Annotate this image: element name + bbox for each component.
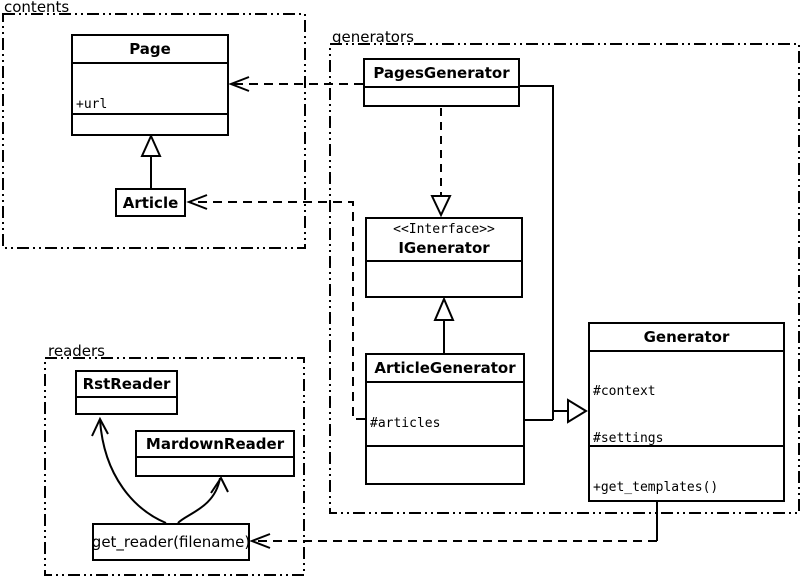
- readers-package-border: [44, 357, 305, 576]
- attribute: +url: [76, 97, 108, 112]
- class-mardownreader-methods: +read(): [137, 456, 293, 475]
- generalization-article-to-page: [140, 133, 162, 188]
- class-page: Page +url +slug +summary +check_properti…: [71, 34, 229, 136]
- class-igenerator-methods: +generate_context() +generate_output(): [367, 260, 521, 296]
- method: +generate_context(): [370, 295, 520, 296]
- realization-pagesgenerator-to-igenerator: [430, 108, 452, 218]
- contents-package-border: [2, 13, 306, 249]
- class-mardownreader: MardownReader +read(): [135, 430, 295, 477]
- method: +get_templates(): [593, 480, 719, 495]
- class-article-name: Article: [122, 193, 179, 212]
- function-get-reader: get_reader(filename): [92, 523, 250, 561]
- class-page-name: Page: [129, 40, 171, 58]
- class-page-methods: +check_properties(): [73, 113, 227, 134]
- generators-package-label: generators: [332, 28, 414, 46]
- class-pagesgenerator: PagesGenerator #pages: [363, 58, 520, 107]
- class-articlegenerator: ArticleGenerator #articles #dates #tags …: [365, 353, 525, 485]
- class-igenerator-name: IGenerator: [398, 239, 490, 257]
- class-pagesgenerator-name: PagesGenerator: [373, 64, 510, 82]
- class-mardownreader-name: MardownReader: [145, 435, 285, 453]
- class-igenerator-header: <<Interface>> IGenerator: [367, 219, 521, 260]
- arrow-getreader-to-mardownreader: [177, 476, 229, 524]
- dependency-articlegenerator-to-article: [186, 194, 365, 420]
- class-generator: Generator #context #settings #path #them…: [588, 322, 785, 502]
- generalization-generators-to-generator: [520, 85, 588, 424]
- class-igenerator: <<Interface>> IGenerator +generate_conte…: [365, 217, 523, 298]
- class-generator-attributes: #context #settings #path #theme #output_…: [590, 350, 783, 445]
- arrow-getreader-to-rstreader: [91, 416, 167, 524]
- attribute: #settings: [593, 430, 664, 446]
- class-articlegenerator-attributes: #articles #dates #tags #categories: [367, 381, 523, 445]
- attribute: #articles: [370, 416, 441, 431]
- class-generator-methods: +get_templates() +get_files(path,exclude…: [590, 445, 783, 496]
- class-pagesgenerator-attributes: #pages: [365, 86, 518, 105]
- class-rstreader-name: RstReader: [82, 375, 171, 393]
- class-articlegenerator-name: ArticleGenerator: [374, 359, 516, 377]
- class-article: Article: [115, 188, 186, 217]
- class-page-attributes: +url +slug +summary: [73, 62, 227, 113]
- class-generator-name: Generator: [643, 328, 730, 346]
- dependency-pagesgenerator-to-page: [228, 76, 363, 92]
- class-rstreader: RstReader +read(): [75, 370, 178, 415]
- method: +generate_feeds(): [370, 480, 522, 481]
- class-articlegenerator-methods: +generate_feeds() +generate_pages(): [367, 445, 523, 481]
- readers-package-label: readers: [48, 342, 105, 360]
- dependency-generator-to-getreader: [249, 502, 658, 549]
- realization-articlegenerator-to-igenerator: [433, 296, 455, 353]
- class-rstreader-methods: +read(): [77, 396, 176, 413]
- attribute: #context: [593, 384, 656, 399]
- class-igenerator-stereotype: <<Interface>>: [393, 222, 495, 237]
- contents-package-label: contents: [4, 0, 70, 16]
- generators-package-border: [329, 43, 800, 514]
